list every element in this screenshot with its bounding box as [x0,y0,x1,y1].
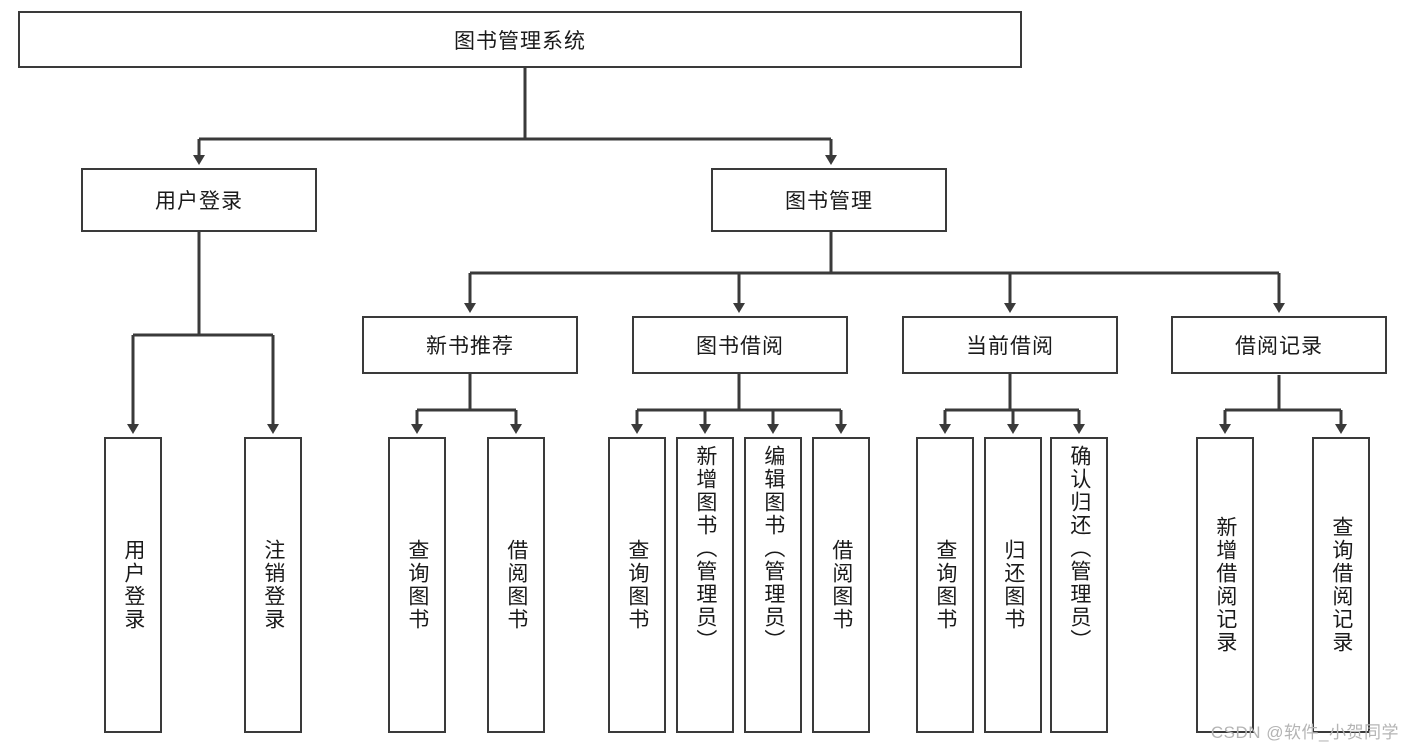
node-label: 新增图书（管理员） [693,445,717,652]
leaf-borrow-record-query[interactable]: 查询借阅记录 [1312,437,1370,733]
node-label: 确认归还（管理员） [1067,445,1091,652]
node-label: 查询图书 [933,539,957,631]
node-label: 用户登录 [155,190,243,213]
leaf-book-borrow-edit-admin[interactable]: 编辑图书（管理员） [744,437,802,733]
node-label: 查询图书 [405,539,429,631]
node-borrow-record[interactable]: 借阅记录 [1171,316,1387,374]
leaf-book-borrow-add-admin[interactable]: 新增图书（管理员） [676,437,734,733]
node-label: 新书推荐 [426,335,514,358]
node-current-borrow[interactable]: 当前借阅 [902,316,1118,374]
leaf-current-borrow-confirm-admin[interactable]: 确认归还（管理员） [1050,437,1108,733]
node-label: 归还图书 [1001,539,1025,631]
node-label: 查询图书 [625,539,649,631]
node-user-login[interactable]: 用户登录 [81,168,317,232]
node-label: 图书管理 [785,190,873,213]
watermark: CSDN @软件_小贺同学 [1210,723,1399,742]
leaf-new-book-query[interactable]: 查询图书 [388,437,446,733]
node-label: 借阅图书 [504,539,528,631]
node-book-management[interactable]: 图书管理 [711,168,947,232]
leaf-current-borrow-query[interactable]: 查询图书 [916,437,974,733]
node-label: 查询借阅记录 [1329,516,1353,654]
leaf-user-login-login[interactable]: 用户登录 [104,437,162,733]
leaf-user-login-logout[interactable]: 注销登录 [244,437,302,733]
node-label: 图书借阅 [696,335,784,358]
node-label: 借阅图书 [829,539,853,631]
node-label: 当前借阅 [966,335,1054,358]
node-label: 用户登录 [121,539,145,631]
node-label: 借阅记录 [1235,335,1323,358]
node-label: 注销登录 [261,539,285,631]
node-label: 图书管理系统 [454,29,586,53]
leaf-book-borrow-borrow[interactable]: 借阅图书 [812,437,870,733]
node-book-borrow[interactable]: 图书借阅 [632,316,848,374]
leaf-current-borrow-return[interactable]: 归还图书 [984,437,1042,733]
node-label: 编辑图书（管理员） [761,445,785,652]
leaf-new-book-borrow[interactable]: 借阅图书 [487,437,545,733]
leaf-book-borrow-query[interactable]: 查询图书 [608,437,666,733]
node-new-book-recommend[interactable]: 新书推荐 [362,316,578,374]
node-label: 新增借阅记录 [1213,516,1237,654]
node-root-library-system[interactable]: 图书管理系统 [18,11,1022,68]
leaf-borrow-record-add[interactable]: 新增借阅记录 [1196,437,1254,733]
